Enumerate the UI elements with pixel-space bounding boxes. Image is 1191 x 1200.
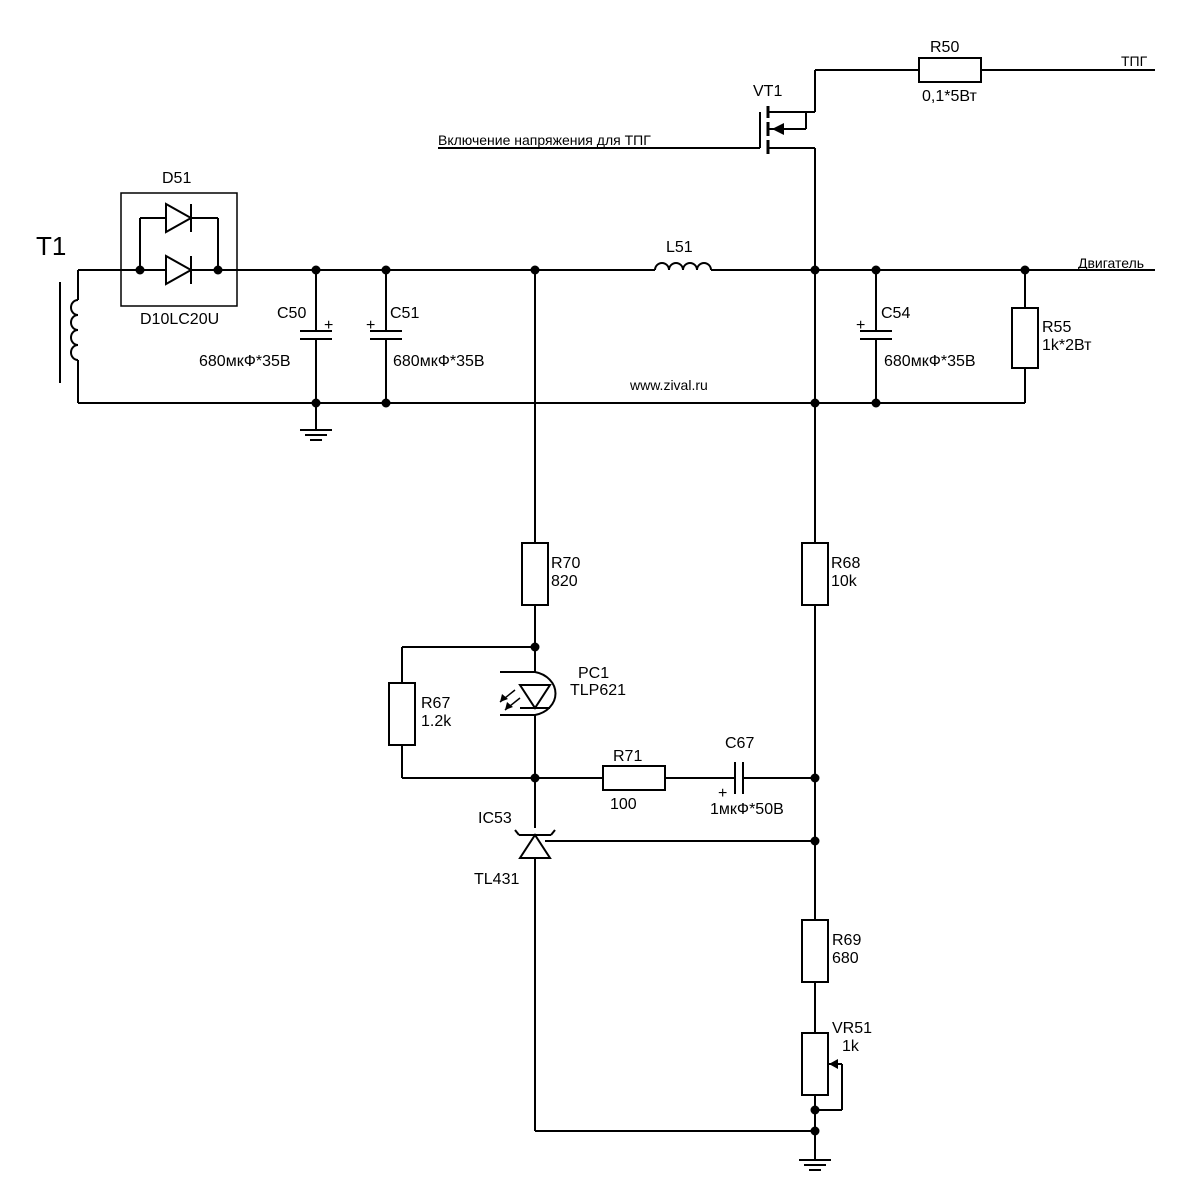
pc1-part-label: TLP621	[570, 682, 626, 699]
c54-polarity: +	[856, 317, 865, 334]
r50-value: 0,1*5Вт	[922, 88, 978, 105]
c51-polarity: +	[366, 317, 375, 334]
r68-value: 10k	[831, 573, 858, 590]
r55-label: R55	[1042, 319, 1071, 336]
wires	[77, 69, 1155, 1160]
c51-value: 680мкФ*35В	[393, 353, 485, 370]
resistor-r69	[801, 919, 829, 983]
c67-polarity: +	[718, 785, 727, 802]
r67-value: 1.2k	[421, 713, 452, 730]
c54-label: C54	[881, 305, 910, 322]
ic53-label: IC53	[478, 810, 512, 827]
r67-label: R67	[421, 695, 450, 712]
capacitor-c54	[860, 330, 892, 340]
d51-part-label: D10LC20U	[140, 311, 219, 328]
c51-label: C51	[390, 305, 419, 322]
resistor-r70	[521, 542, 549, 606]
capacitor-c67	[734, 762, 744, 794]
vr51-label: VR51	[832, 1020, 872, 1037]
c50-label: C50	[277, 305, 306, 322]
tpg-output-label: ТПГ	[1121, 53, 1148, 69]
vt1-label: VT1	[753, 83, 782, 100]
c67-value: 1мкФ*50В	[710, 801, 784, 818]
ground-symbol-top	[300, 429, 332, 441]
capacitor-c50	[300, 330, 332, 340]
r55-value: 1k*2Вт	[1042, 337, 1092, 354]
l51-label: L51	[666, 239, 693, 256]
r70-value: 820	[551, 573, 578, 590]
r71-label: R71	[613, 748, 642, 765]
r70-label: R70	[551, 555, 580, 572]
mosfet-vt1	[759, 106, 815, 154]
inductor-l51	[654, 262, 712, 271]
pc1-label: PC1	[578, 665, 609, 682]
transformer-t1	[59, 282, 79, 383]
c54-value: 680мкФ*35В	[884, 353, 976, 370]
resistor-r50	[918, 57, 982, 83]
r69-label: R69	[832, 932, 861, 949]
optocoupler-pc1	[499, 671, 557, 716]
d51-label: D51	[162, 170, 191, 187]
c50-value: 680мкФ*35В	[199, 353, 291, 370]
shunt-regulator-ic53	[514, 829, 556, 859]
c67-label: C67	[725, 735, 754, 752]
ground-symbol-bottom	[799, 1159, 831, 1171]
resistor-r55	[1011, 307, 1039, 369]
r50-label: R50	[930, 39, 959, 56]
r71-value: 100	[610, 796, 637, 813]
watermark-label: www.zival.ru	[629, 377, 708, 393]
potentiometer-vr51	[801, 1032, 838, 1096]
resistor-r71	[602, 765, 666, 791]
r68-label: R68	[831, 555, 860, 572]
gate-net-label: Включение напряжения для ТПГ	[438, 132, 651, 148]
resistor-r68	[801, 542, 829, 606]
t1-label: T1	[36, 231, 66, 261]
diode-bridge-d51	[120, 192, 238, 307]
r69-value: 680	[832, 950, 859, 967]
ic53-part-label: TL431	[474, 871, 519, 888]
c50-polarity: +	[324, 317, 333, 334]
vr51-value: 1k	[842, 1038, 860, 1055]
junction-dots	[135, 265, 1030, 1136]
capacitor-c51	[370, 330, 402, 340]
resistor-r67	[388, 682, 416, 746]
motor-output-label: Двигатель	[1078, 255, 1144, 271]
